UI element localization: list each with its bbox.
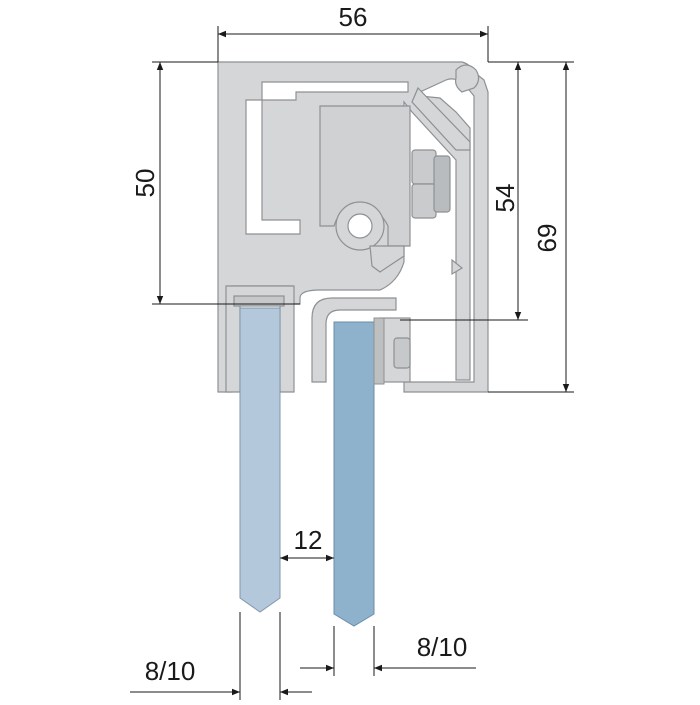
glass-panels xyxy=(239,307,385,627)
right-glass-carrier xyxy=(311,297,411,383)
guide-roller-upper xyxy=(411,149,437,185)
glass-panel-right xyxy=(333,321,375,627)
dimension-labels: 56 50 54 69 12 8/10 8/10 xyxy=(130,2,562,686)
right-clamp-screw xyxy=(393,337,411,369)
aluminium-profile xyxy=(217,61,489,393)
bottom-clip xyxy=(451,258,464,276)
dim-label-69: 69 xyxy=(532,224,562,253)
dimension-lines xyxy=(130,26,574,700)
dim-label-12: 12 xyxy=(294,525,323,555)
glass-panel-left xyxy=(239,307,281,613)
guide-roller-lower xyxy=(411,183,437,219)
diagonal-rib xyxy=(411,86,471,151)
dim-label-50: 50 xyxy=(130,169,160,198)
dim-label-glass-right: 8/10 xyxy=(417,632,468,662)
right-carrier-hanger xyxy=(311,297,397,383)
left-channel-gasket xyxy=(233,295,285,307)
dim-label-56: 56 xyxy=(339,2,368,32)
right-glass-gasket xyxy=(373,317,385,385)
roller-hub xyxy=(347,213,373,239)
guide-roller-axle xyxy=(433,155,451,213)
top-hook xyxy=(455,64,480,93)
roller-bracket xyxy=(369,245,405,273)
dim-label-glass-left: 8/10 xyxy=(145,656,196,686)
profile-left-chamber xyxy=(245,99,301,235)
dim-label-54: 54 xyxy=(490,184,520,213)
